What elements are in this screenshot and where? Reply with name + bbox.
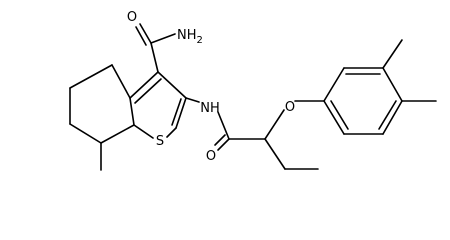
bond-lines	[69, 23, 437, 171]
carbonyl-oxygen-bottom-label: O	[206, 149, 216, 164]
thiophene-sulfur-label: S	[156, 134, 164, 149]
ether-oxygen-label: O	[285, 100, 295, 115]
amine-nh2-label: NH2	[177, 28, 203, 46]
amide-nh-label: NH	[200, 101, 220, 116]
molecule-drawing: NH2 O NH S O O	[69, 10, 437, 171]
carbonyl-oxygen-top-label: O	[127, 10, 137, 25]
structure-diagram: NH2 O NH S O O	[69, 10, 437, 171]
